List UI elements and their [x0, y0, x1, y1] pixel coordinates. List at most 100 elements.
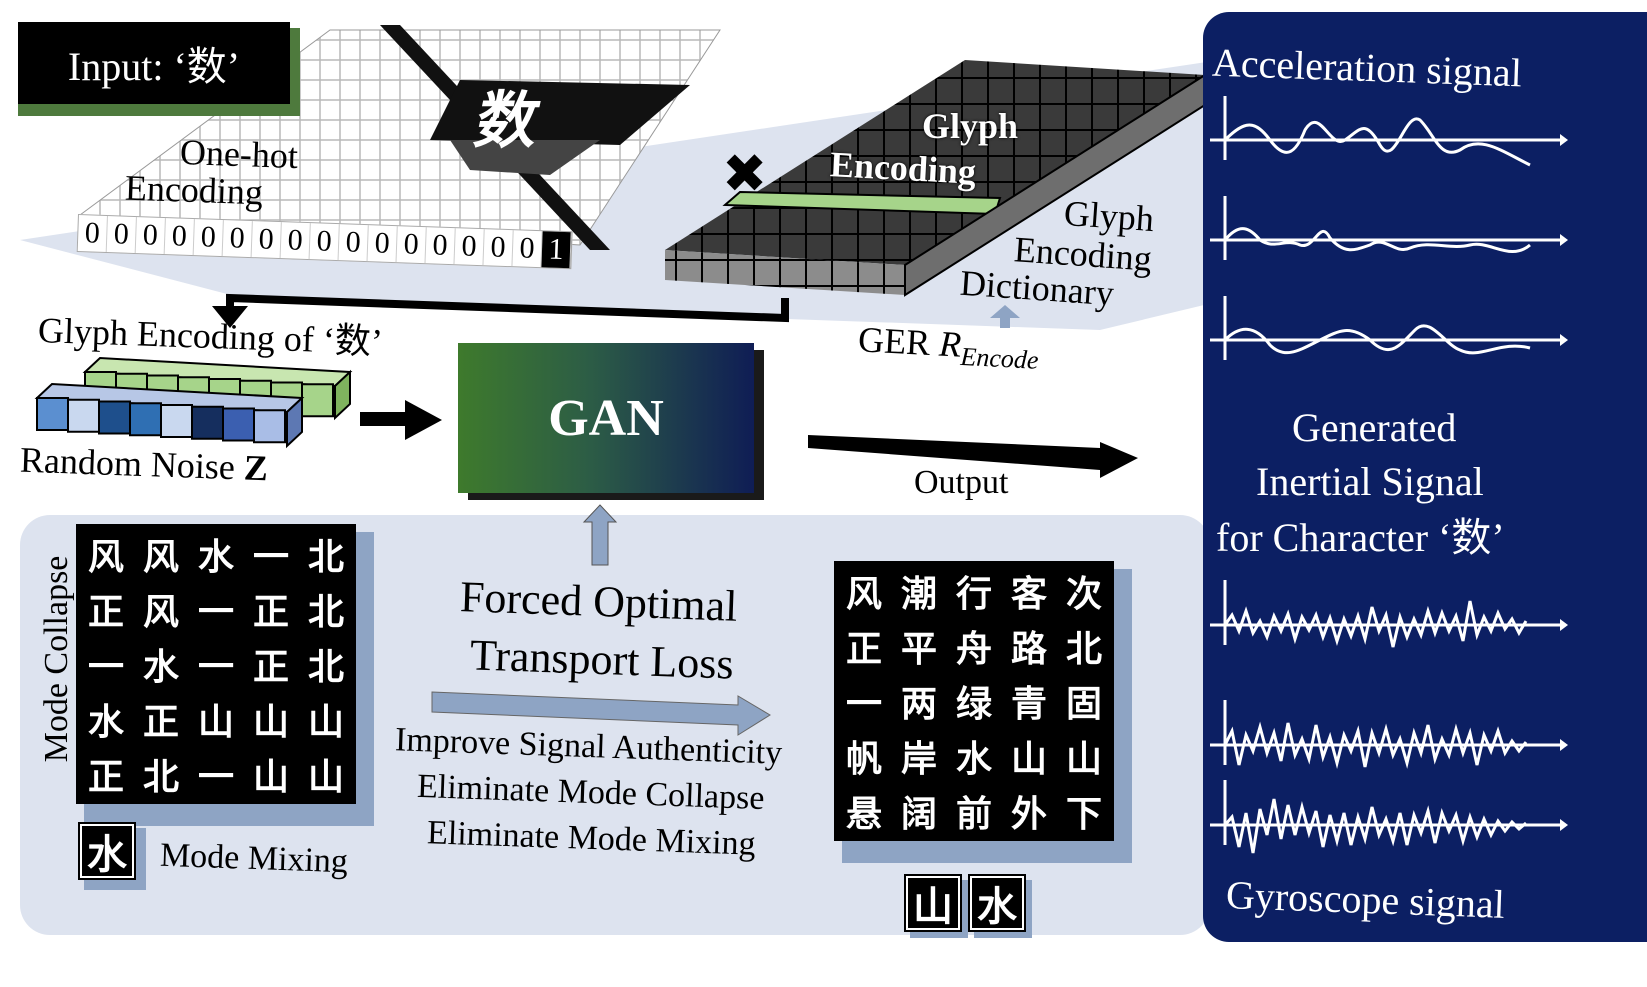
character-tile — [430, 80, 690, 145]
glyph-cell: 一 — [838, 675, 890, 727]
glyph-cell: 山 — [190, 693, 242, 745]
glyph-cell: 岸 — [893, 730, 945, 782]
input-label: Input: ‘数’ — [18, 22, 290, 104]
encoding-cell — [36, 397, 69, 431]
glyph-cell: 北 — [300, 583, 352, 635]
glyph-cell: 客 — [1003, 565, 1055, 617]
generated-line2: Inertial Signal — [1256, 459, 1484, 504]
glyph-cell: 一 — [245, 528, 297, 580]
glyph-cell: 正 — [80, 583, 132, 635]
glyph-cell: 山 — [1058, 730, 1110, 782]
glyph-cell: 正 — [245, 638, 297, 690]
glyph-cell: 一 — [190, 583, 242, 635]
ger-up-arrow — [990, 305, 1020, 328]
dictionary-to-encoding-connector — [226, 293, 789, 323]
extra-glyph-2: 水 — [968, 874, 1026, 932]
glyph-cell: 风 — [80, 528, 132, 580]
glyph-cell: 正 — [135, 693, 187, 745]
glyph-cell: 正 — [80, 748, 132, 800]
glyph-cell: 风 — [838, 565, 890, 617]
dictionary-top-face — [665, 60, 1205, 265]
to-gan-arrowhead — [405, 400, 442, 440]
gyroscope-signal-title: Gyroscope signal — [1225, 872, 1506, 927]
mode-collapse-label: Mode Collapse — [38, 555, 75, 763]
loss-title-line2: Transport Loss — [469, 630, 735, 689]
glyph-cell: 帆 — [838, 730, 890, 782]
character-tile-shadow — [450, 140, 600, 175]
glyph-encoding-overlay-line1: Glyph — [922, 106, 1019, 146]
mode-collapse-grid: 风风水一北正风一正北一水一正北水正山山山正北一山山 — [76, 524, 356, 804]
glyph-cell: 一 — [80, 638, 132, 690]
glyph-cell: 外 — [1003, 785, 1055, 837]
random-noise-bar — [34, 382, 305, 449]
dictionary-front-face — [665, 250, 905, 295]
encoding-cell — [253, 409, 286, 444]
glyph-cell: 水 — [190, 528, 242, 580]
glyph-cell: 两 — [893, 675, 945, 727]
accel-signal-2 — [1210, 196, 1560, 260]
loss-up-arrow — [582, 504, 618, 566]
generated-line1: Generated — [1292, 405, 1457, 450]
extra-glyphs: 山 水 — [904, 874, 1026, 932]
signals-panel — [1203, 12, 1647, 942]
glyph-cell: 潮 — [893, 565, 945, 617]
glyph-cell: 山 — [1003, 730, 1055, 782]
glyph-cell: 悬 — [838, 785, 890, 837]
glyph-cell: 舟 — [948, 620, 1000, 672]
glyph-cell: 北 — [300, 638, 352, 690]
generated-line3: for Character ‘数’ — [1216, 515, 1505, 560]
glyph-cell: 北 — [300, 528, 352, 580]
loss-title-line1: Forced Optimal — [459, 572, 739, 631]
glyph-cell: 水 — [80, 693, 132, 745]
glyph-cell: 次 — [1058, 565, 1110, 617]
encoding-cell — [301, 383, 334, 418]
glyph-cell: 正 — [245, 583, 297, 635]
glyph-cell: 行 — [948, 565, 1000, 617]
glyph-cell: 前 — [948, 785, 1000, 837]
glyph-cell: 固 — [1058, 675, 1110, 727]
encoding-cell — [222, 407, 255, 442]
glyph-cell: 山 — [245, 693, 297, 745]
glyph-cell: 平 — [893, 620, 945, 672]
gan-box: GAN — [458, 343, 754, 493]
glyph-cell: 绿 — [948, 675, 1000, 727]
input-label-text: Input: ‘数’ — [67, 44, 241, 89]
output-label: Output — [914, 464, 1009, 501]
gyro-signal-2 — [1210, 700, 1560, 769]
acceleration-signal-title: Acceleration signal — [1211, 39, 1523, 96]
glyph-cell: 路 — [1003, 620, 1055, 672]
glyph-cell: 风 — [135, 528, 187, 580]
glyph-cell: 山 — [300, 693, 352, 745]
mapping-arrow — [431, 691, 771, 736]
glyph-cell: 北 — [135, 748, 187, 800]
glyph-cell: 青 — [1003, 675, 1055, 727]
connector-arrowhead — [212, 306, 248, 328]
generated-glyph-grid: 风潮行客次正平舟路北一两绿青固帆岸水山山悬阔前外下 — [834, 561, 1114, 841]
glyph-cell: 山 — [245, 748, 297, 800]
accel-signal-1 — [1210, 96, 1560, 167]
gan-label: GAN — [548, 389, 664, 447]
extra-glyph-1: 山 — [904, 874, 962, 932]
glyph-cell: 一 — [190, 748, 242, 800]
output-arrow — [808, 435, 1138, 478]
gyro-signal-1 — [1210, 580, 1560, 648]
glyph-cell: 一 — [190, 638, 242, 690]
gyro-signal-3 — [1210, 780, 1560, 854]
glyph-cell: 下 — [1058, 785, 1110, 837]
to-gan-arrow-shaft — [360, 412, 412, 426]
glyph-cell: 阔 — [893, 785, 945, 837]
glyph-cell: 水 — [135, 638, 187, 690]
glyph-cell: 水 — [948, 730, 1000, 782]
mode-mixing-label: Mode Mixing — [159, 836, 349, 881]
glyph-cell: 正 — [838, 620, 890, 672]
glyph-cell: 北 — [1058, 620, 1110, 672]
mixing-glyph: 水 — [78, 822, 136, 880]
accel-signal-3 — [1210, 296, 1560, 360]
glyph-cell: 风 — [135, 583, 187, 635]
glyph-cell: 山 — [300, 748, 352, 800]
